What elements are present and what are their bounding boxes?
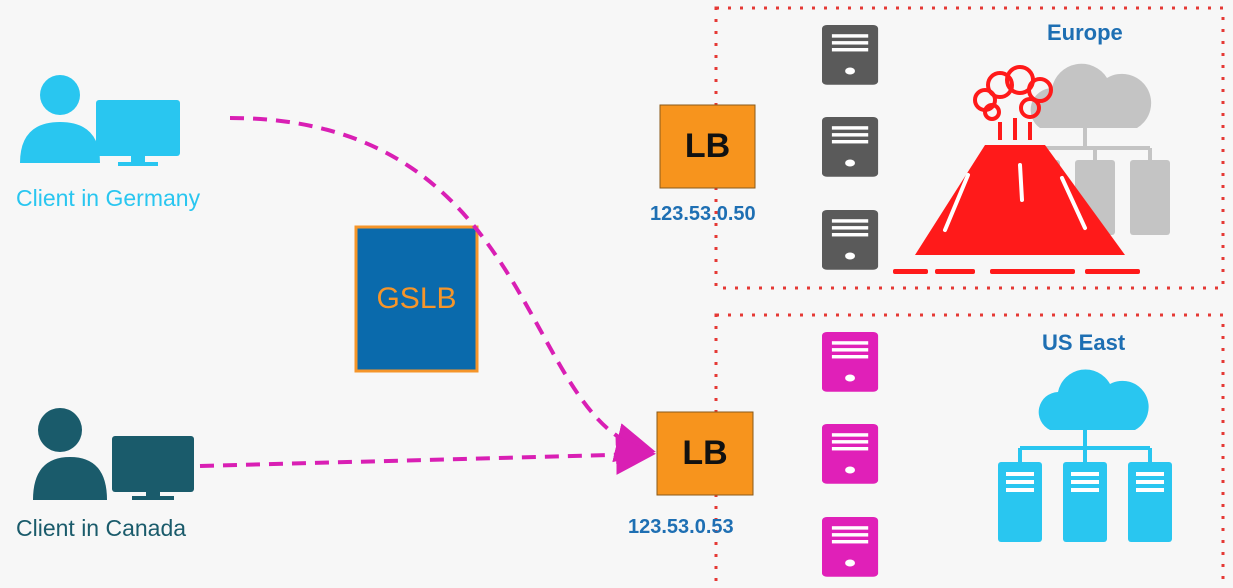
us-east-cloud-datacenter-icon [998, 369, 1172, 542]
region-us-east-border [714, 313, 1225, 588]
lb-europe-box [659, 104, 756, 189]
client-canada-label: Client in Canada [16, 515, 187, 541]
region-europe-title: Europe [1047, 20, 1123, 45]
lb-us-east-label: LB [682, 434, 728, 472]
client-germany-label: Client in Germany [16, 185, 201, 211]
lb-europe-ip: 123.53.0.50 [650, 203, 756, 225]
europe-server-3-icon [822, 210, 879, 270]
us-server-3-icon [822, 517, 879, 577]
gslb-label: GSLB [376, 282, 457, 315]
europe-server-2-icon [822, 117, 879, 177]
client-germany-icon [20, 75, 180, 166]
lb-europe-label: LB [684, 127, 731, 165]
us-server-2-icon [822, 424, 879, 484]
volcano-icon [893, 65, 1140, 274]
europe-server-1-icon [822, 25, 879, 85]
us-server-1-icon [822, 332, 879, 392]
gslb-box [354, 225, 479, 373]
client-canada-icon [33, 408, 194, 500]
region-us-east-title: US East [1042, 330, 1126, 355]
route-canada-to-us-lb [199, 434, 656, 475]
lb-us-east-box [656, 411, 754, 496]
region-europe-border [714, 6, 1225, 290]
route-germany-to-us-lb [229, 116, 656, 463]
lb-us-east-ip: 123.53.0.53 [628, 516, 734, 538]
